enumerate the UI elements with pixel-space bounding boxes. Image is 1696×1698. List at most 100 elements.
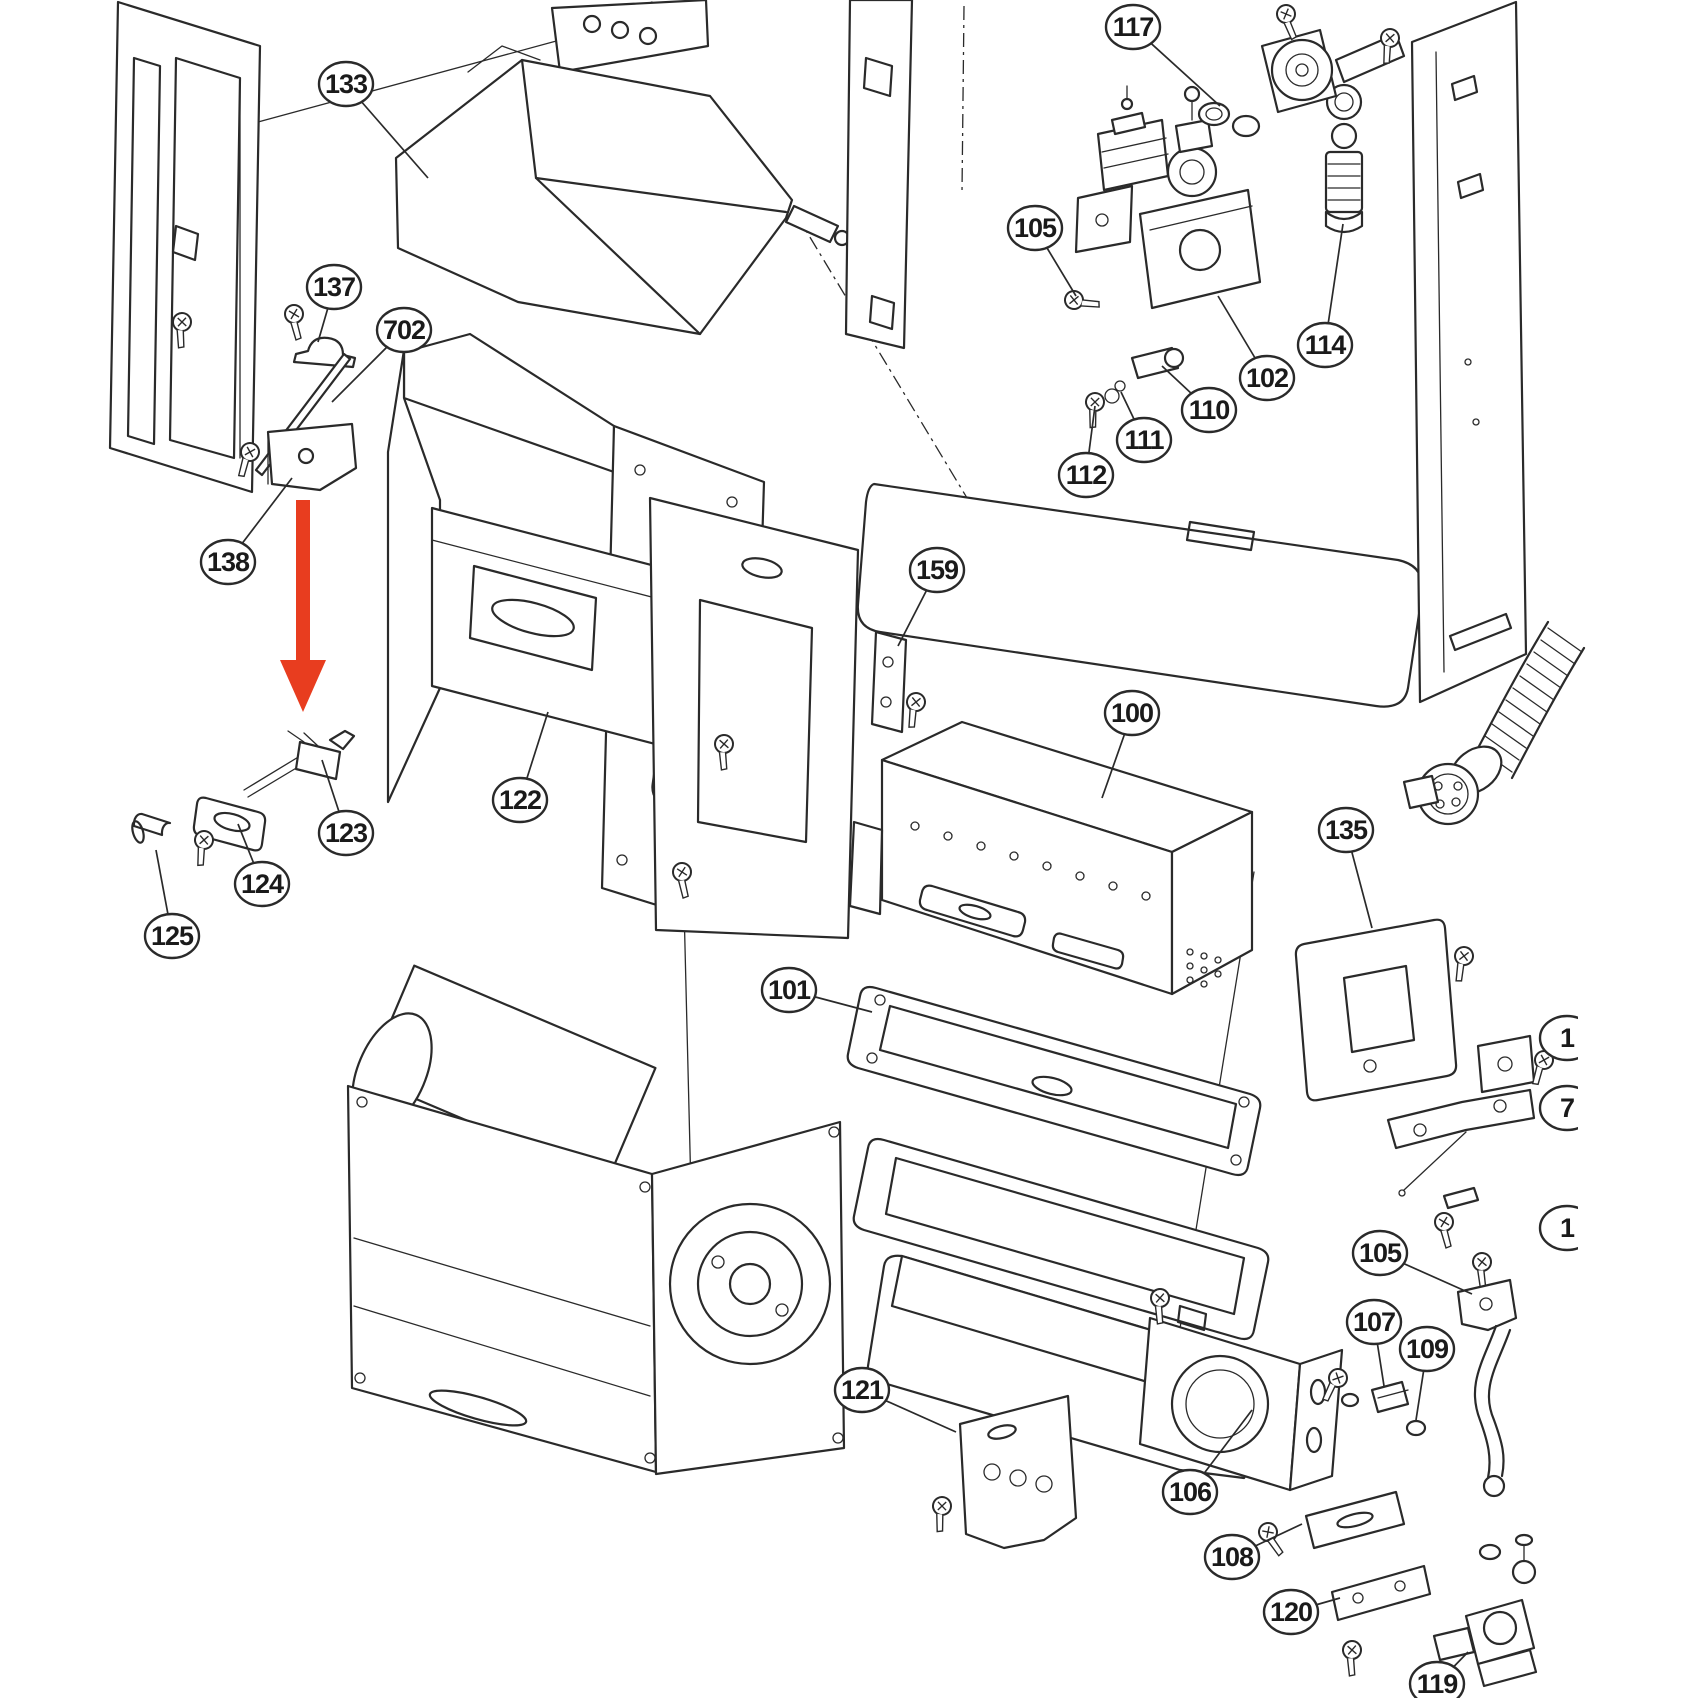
callout-number: 138 <box>207 547 250 577</box>
callout-108: 108 <box>1203 1523 1303 1581</box>
callout-number: 100 <box>1111 698 1153 728</box>
callout-number: 101 <box>768 975 811 1005</box>
mid-panel-159 <box>648 496 941 940</box>
callout-number: 133 <box>325 69 368 99</box>
callout-101: 101 <box>760 966 873 1014</box>
callout-number: 109 <box>1406 1334 1449 1364</box>
callout-circle <box>1351 1229 1409 1277</box>
callout-number: 114 <box>1305 330 1347 360</box>
callout-circle <box>1398 1325 1456 1373</box>
callout-circle <box>1538 1084 1578 1132</box>
callout-number: 137 <box>313 272 355 302</box>
callout-number: 135 <box>1325 815 1368 845</box>
callout-702: 702 <box>331 306 433 403</box>
power-hose-connector <box>1402 620 1586 826</box>
side-panel-left <box>108 0 262 494</box>
callout-circle <box>760 966 818 1014</box>
callout-circle <box>1296 321 1354 369</box>
callout-117: 117 <box>1104 3 1221 107</box>
callout-121: 121 <box>833 1366 957 1433</box>
callout-1: 1 <box>1538 1204 1578 1252</box>
venturi-box-106 <box>1138 1286 1344 1492</box>
callout-circle <box>1238 354 1296 402</box>
callout-number: 107 <box>1353 1307 1395 1337</box>
callout-105: 105 <box>1351 1229 1473 1295</box>
callout-137: 137 <box>305 263 363 343</box>
callout-circle <box>1262 1588 1320 1636</box>
callout-114: 114 <box>1296 223 1354 369</box>
callout-111: 111 <box>1115 391 1173 464</box>
callout-circle <box>1161 1468 1219 1516</box>
callout-122: 122 <box>491 711 549 824</box>
burner-box-100 <box>848 720 1254 996</box>
callout-circle <box>1538 1014 1578 1062</box>
callout-circle <box>305 263 363 311</box>
callout-circle <box>375 306 433 354</box>
callout-circle <box>199 538 257 586</box>
callout-107: 107 <box>1345 1298 1403 1387</box>
callout-circle <box>908 546 966 594</box>
callout-number: 702 <box>383 315 425 345</box>
callout-circle <box>491 776 549 824</box>
callout-number: 1 <box>1560 1213 1575 1243</box>
callout-circle <box>1203 1533 1261 1581</box>
callout-circle <box>1180 386 1238 434</box>
callout-120: 120 <box>1262 1588 1341 1636</box>
bottom-right-assembly <box>1255 1250 1538 1688</box>
callout-106: 106 <box>1161 1409 1253 1516</box>
callout-number: 125 <box>151 921 194 951</box>
gas-valve-assembly <box>1061 85 1262 431</box>
right-side-small-parts <box>1386 1034 1558 1249</box>
pump-and-gaskets-117 <box>1197 2 1406 138</box>
callout-159: 159 <box>897 546 966 647</box>
callout-circle <box>233 860 291 908</box>
callout-circle <box>1538 1204 1578 1252</box>
callout-circle <box>1317 806 1375 854</box>
callout-number: 105 <box>1359 1238 1402 1268</box>
callout-number: 121 <box>841 1375 884 1405</box>
callout-125: 125 <box>143 849 201 960</box>
callout-circle <box>1104 3 1162 51</box>
mounting-bracket-121 <box>925 1394 1078 1550</box>
callout-number: 120 <box>1270 1597 1312 1627</box>
top-panel-fragment <box>550 0 710 74</box>
callout-133: 133 <box>317 60 429 179</box>
callout-109: 109 <box>1398 1325 1456 1421</box>
callout-100: 100 <box>1101 689 1161 799</box>
callout-number: 159 <box>916 555 959 585</box>
fan-assembly <box>346 964 846 1476</box>
callout-number: 112 <box>1066 460 1107 490</box>
callout-circle <box>317 809 375 857</box>
partial-callouts-layer: 1 7 1 <box>1538 1014 1578 1252</box>
inspection-frame-135 <box>1294 918 1477 1102</box>
callout-number: 117 <box>1113 12 1154 42</box>
callout-7: 7 <box>1538 1084 1578 1132</box>
pointer-arrow <box>280 500 326 712</box>
callout-number: 106 <box>1169 1477 1212 1507</box>
callout-number: 122 <box>499 785 541 815</box>
callout-circle <box>1006 204 1064 252</box>
callout-124: 124 <box>233 823 291 908</box>
callout-119: 119 <box>1408 1651 1469 1698</box>
callout-number: 1 <box>1560 1023 1575 1053</box>
callout-number: 108 <box>1211 1542 1254 1572</box>
callout-110: 110 <box>1161 365 1238 434</box>
callout-number: 7 <box>1560 1093 1574 1123</box>
callouts-layer: 1331377021381221231241251171051021101111… <box>143 3 1473 1698</box>
callout-number: 110 <box>1189 395 1230 425</box>
callout-circle <box>1115 416 1173 464</box>
deflector-panel-133 <box>394 45 851 336</box>
callout-circle <box>317 60 375 108</box>
callout-circle <box>1345 1298 1403 1346</box>
callout-circle <box>1103 689 1161 737</box>
callout-105: 105 <box>1006 204 1077 297</box>
ignition-parts-left <box>131 304 358 869</box>
callout-circle <box>833 1366 891 1414</box>
callout-number: 111 <box>1124 425 1164 455</box>
callout-circle <box>1057 451 1115 499</box>
inlet-coupling-114 <box>1324 83 1364 234</box>
callout-138: 138 <box>199 477 293 586</box>
callout-1: 1 <box>1538 1014 1578 1062</box>
